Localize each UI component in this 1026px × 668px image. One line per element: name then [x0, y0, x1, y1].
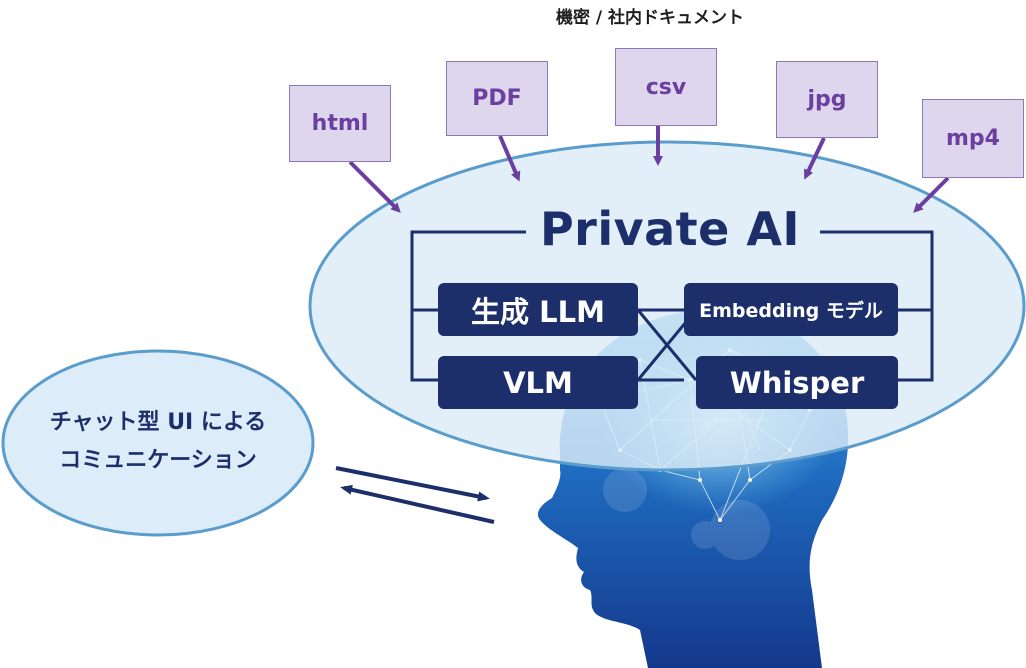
model-whisper: Whisper [696, 356, 898, 409]
file-type-mp4: mp4 [922, 99, 1024, 178]
chat-ui-label: チャット型 UI による コミュニケーション [18, 404, 298, 480]
bidirectional-arrow-icon [335, 466, 495, 524]
chat-ui-line-1: チャット型 UI による [49, 410, 267, 435]
model-vlm: VLM [438, 356, 638, 409]
chat-bubble [1, 349, 315, 537]
file-type-csv: csv [615, 48, 717, 126]
private-ai-ellipse [308, 140, 1026, 472]
diagram-caption: 機密 / 社内ドキュメント [555, 8, 745, 28]
file-type-pdf: PDF [446, 61, 548, 136]
file-arrows [348, 126, 950, 213]
chat-ui-line-2: コミュニケーション [59, 448, 257, 473]
file-type-jpg: jpg [776, 61, 878, 138]
private-ai-title: Private AI [539, 202, 801, 256]
model-embedding: Embedding モデル [684, 283, 898, 336]
file-type-html: html [289, 85, 391, 162]
model-gen-llm: 生成 LLM [438, 283, 638, 336]
